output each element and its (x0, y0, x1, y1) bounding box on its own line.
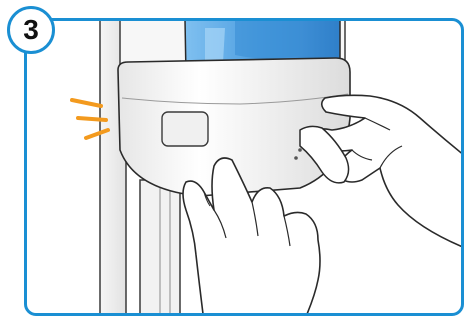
step-number-text: 3 (23, 16, 39, 44)
click-lines-icon (72, 100, 108, 138)
latch-button (162, 112, 208, 146)
step-number-badge: 3 (7, 6, 55, 54)
